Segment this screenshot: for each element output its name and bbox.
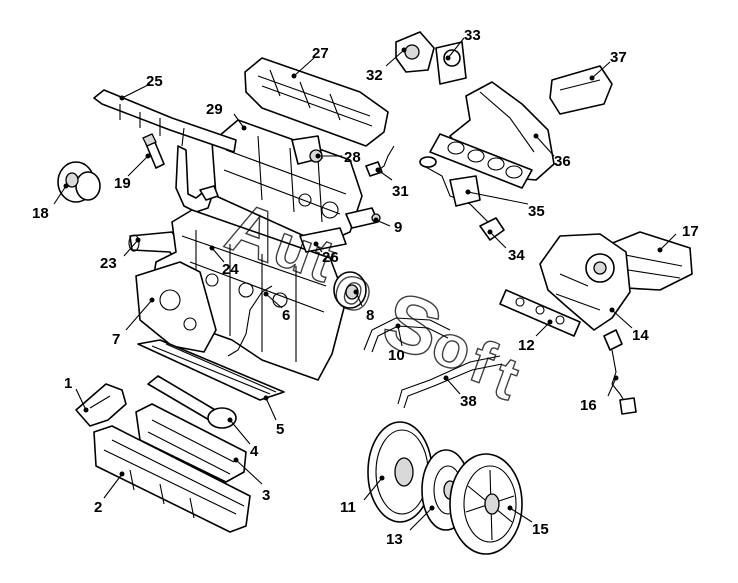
part-valve-cover xyxy=(244,57,389,147)
callout-23: 23 xyxy=(100,255,117,272)
part-breather-pipe xyxy=(397,355,503,409)
part-sensor xyxy=(291,135,323,165)
part-flywheel xyxy=(367,421,433,523)
part-oxygen-sensor xyxy=(603,329,637,415)
callout-19: 19 xyxy=(114,175,131,192)
callout-14: 14 xyxy=(632,327,649,344)
part-spark-plug xyxy=(142,133,165,169)
callout-26: 26 xyxy=(322,249,339,266)
part-engine-mount xyxy=(75,383,127,427)
callout-8: 8 xyxy=(366,307,374,324)
callout-18: 18 xyxy=(32,205,49,222)
callout-32: 32 xyxy=(366,67,383,84)
callout-5: 5 xyxy=(276,421,284,438)
callout-12: 12 xyxy=(518,337,535,354)
callout-16: 16 xyxy=(580,397,597,414)
part-oil-pan xyxy=(93,425,251,533)
callout-15: 15 xyxy=(532,521,549,538)
part-manifold-gasket xyxy=(429,133,533,189)
callout-10: 10 xyxy=(388,347,405,364)
callout-3: 3 xyxy=(262,487,270,504)
callout-17: 17 xyxy=(682,223,699,240)
part-exhaust-manifold xyxy=(539,233,631,331)
callout-35: 35 xyxy=(528,203,545,220)
part-exhaust-gasket xyxy=(499,289,581,337)
part-baffle-plate xyxy=(137,339,285,401)
callout-36: 36 xyxy=(554,153,571,170)
part-pipe-flange xyxy=(479,217,505,241)
part-fuel-rail xyxy=(93,89,237,213)
callout-9: 9 xyxy=(394,219,402,236)
part-egr-actuator xyxy=(435,41,467,85)
callout-37: 37 xyxy=(610,49,627,66)
part-timing-cover xyxy=(135,261,217,353)
callout-27: 27 xyxy=(312,45,329,62)
callout-4: 4 xyxy=(250,443,259,460)
part-pulley xyxy=(57,161,101,203)
callout-2: 2 xyxy=(94,499,102,516)
callout-28: 28 xyxy=(344,149,361,166)
part-egr-pipe xyxy=(419,156,489,223)
part-idler xyxy=(333,271,367,309)
callout-24: 24 xyxy=(222,261,239,278)
callout-13: 13 xyxy=(386,531,403,548)
part-bracket xyxy=(299,227,347,253)
callout-labels: 1 2 3 4 5 6 7 8 9 10 11 12 13 14 15 16 1… xyxy=(32,27,699,548)
leader-lines xyxy=(53,37,677,531)
callout-38: 38 xyxy=(460,393,477,410)
part-oil-pickup xyxy=(147,375,237,429)
part-dipstick-tube xyxy=(227,285,273,357)
callout-29: 29 xyxy=(206,101,223,118)
callout-1: 1 xyxy=(64,375,72,392)
callout-25: 25 xyxy=(146,73,163,90)
callout-7: 7 xyxy=(112,331,120,348)
callout-34: 34 xyxy=(508,247,525,264)
part-egr-valve xyxy=(395,31,435,73)
callout-31: 31 xyxy=(392,183,409,200)
part-pressure-plate xyxy=(449,453,523,555)
callout-33: 33 xyxy=(464,27,481,44)
part-control-module xyxy=(549,65,613,115)
callout-11: 11 xyxy=(340,499,356,516)
callout-6: 6 xyxy=(282,307,290,324)
